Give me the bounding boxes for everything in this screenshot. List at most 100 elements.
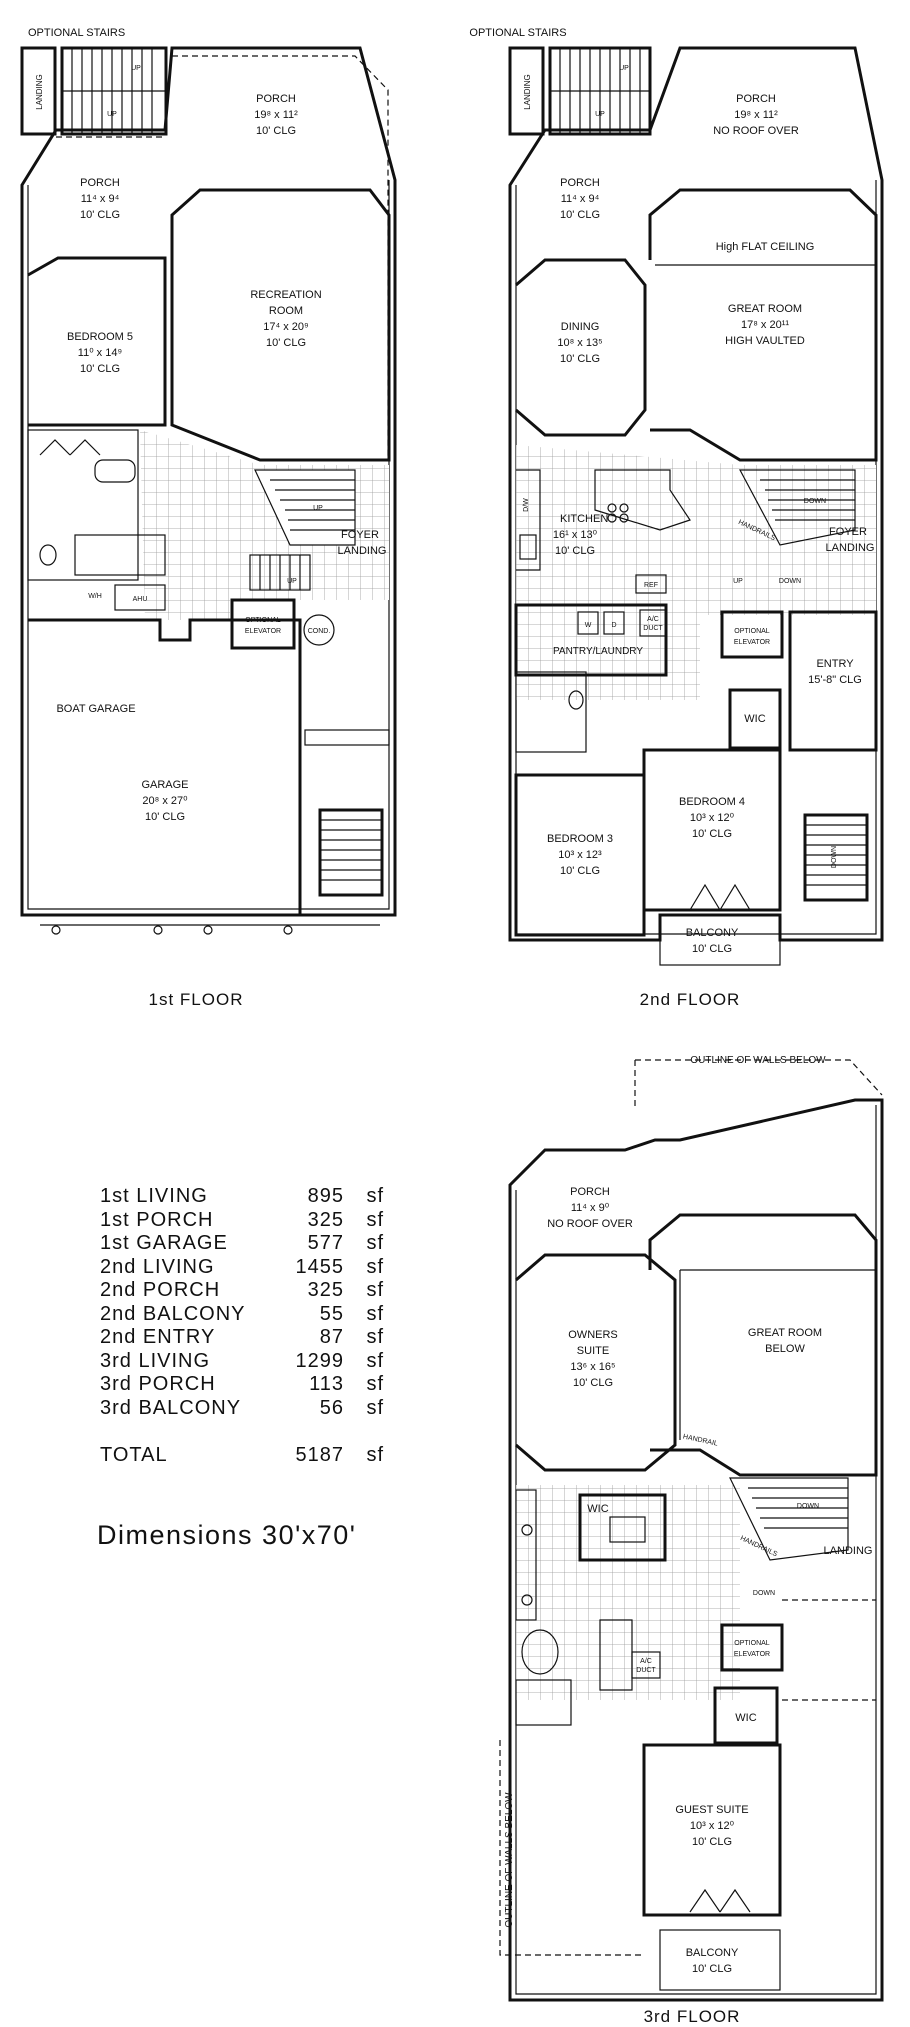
f1-ahu-label: AHU (133, 596, 148, 603)
sqft-row-value: 56 (319, 1396, 344, 1419)
f2-kitchen-name: KITCHEN (560, 513, 608, 525)
sqft-row-unit: sf (366, 1232, 384, 1254)
f2-stair-down1: DOWN (804, 498, 826, 505)
f3-balcony-name: BALCONY (686, 1947, 739, 1959)
sqft-row-label: 3rd PORCH (100, 1373, 216, 1395)
f1-landing-box (20, 46, 57, 136)
f2-pantry-label: PANTRY/LAUNDRY (553, 646, 643, 657)
f3-exterior-walls (508, 1098, 884, 2002)
sqft-row-unit: sf (366, 1326, 384, 1348)
sqft-row-value: 55 (319, 1302, 344, 1325)
f2-washer-label: W (585, 622, 592, 629)
f2-bedroom3-clg: 10' CLG (560, 865, 600, 877)
f1-porch-small-dims: 11⁴ x 9⁴ (81, 193, 120, 205)
f1-garage-dims: 20⁸ x 27⁰ (142, 795, 188, 807)
f1-elevator (230, 598, 296, 650)
f2-bedroom3-name: BEDROOM 3 (547, 833, 613, 845)
f1-garage-name: GARAGE (141, 779, 188, 791)
f2-porch-small-name: PORCH (560, 177, 600, 189)
f1-foyer-name2: LANDING (338, 545, 387, 557)
f2-great-room-walls (648, 188, 878, 462)
f1-elevator-line2: ELEVATOR (245, 628, 281, 635)
f3-balcony (659, 1929, 781, 1991)
sqft-row-label: 1st GARAGE (100, 1232, 228, 1254)
f1-bedroom5-clg: 10' CLG (80, 363, 120, 375)
f2-title: 2nd FLOOR (640, 990, 741, 1009)
f3-owners-dims: 13⁶ x 16⁵ (570, 1361, 615, 1373)
f2-main-stair (739, 469, 856, 546)
f1-main-stair (254, 469, 356, 546)
sqft-row-value: 895 (307, 1185, 344, 1207)
third-floor-plan: OUTLINE OF WALLS BELOW OUTLINE OF WALLS … (499, 1055, 884, 2026)
sqft-row-value: 1299 (295, 1349, 344, 1372)
f3-stair-down1: DOWN (797, 1503, 819, 1510)
sqft-total-value: 5187 (295, 1444, 344, 1466)
f2-porch-small-clg: 10' CLG (560, 209, 600, 221)
f3-stair-down2: DOWN (753, 1590, 775, 1597)
f2-landing-label: LANDING (523, 74, 532, 110)
f2-dining-name: DINING (561, 321, 600, 333)
f1-cond-unit (303, 614, 335, 646)
f2-tiled-kitchen (516, 445, 876, 700)
f2-porch-big-dims: 19⁸ x 11² (734, 109, 778, 121)
f2-pantry-walls (514, 603, 668, 677)
sqft-row-unit: sf (366, 1208, 384, 1231)
f2-kitchen-clg: 10' CLG (555, 545, 595, 557)
sqft-row-unit: sf (366, 1279, 384, 1301)
f1-stair-up3: UP (313, 505, 323, 512)
f3-owners-name2: SUITE (577, 1345, 609, 1357)
sqft-row-label: 3rd LIVING (100, 1349, 211, 1372)
sqft-row-value: 325 (307, 1208, 344, 1231)
f2-stair-up2: UP (595, 111, 605, 118)
f3-elevator (720, 1623, 784, 1672)
sqft-row-unit: sf (366, 1255, 384, 1278)
sqft-row-value: 87 (319, 1326, 344, 1348)
f3-owners-name1: OWNERS (568, 1329, 618, 1341)
sqft-row-label: 3rd BALCONY (100, 1396, 242, 1419)
sqft-row: 2nd ENTRY 87 sf (100, 1326, 390, 1350)
f2-kitchen-dims: 16¹ x 13⁰ (553, 529, 598, 541)
f3-outline-top-label: OUTLINE OF WALLS BELOW (690, 1055, 826, 1066)
f3-great-room-walls (648, 1213, 878, 1477)
sqft-row-label: 2nd PORCH (100, 1279, 221, 1301)
f2-bedroom4-name: BEDROOM 4 (679, 796, 745, 808)
f2-exterior-stair (803, 813, 869, 902)
f1-landing-label: LANDING (35, 74, 44, 110)
f3-owners-walls (515, 1253, 677, 1472)
f2-great-name: GREAT ROOM (728, 303, 802, 315)
f1-recreation-name1: RECREATION (250, 289, 321, 301)
f2-stair-down3: DOWN (831, 846, 838, 868)
f3-outline-walls-below (634, 1059, 883, 1110)
f2-bedroom3-dims: 10³ x 12³ (558, 849, 602, 861)
f1-recreation-clg: 10' CLG (266, 337, 306, 349)
f2-great-dims: 17⁸ x 20¹¹ (741, 319, 789, 331)
f3-porch-clg: NO ROOF OVER (547, 1218, 633, 1230)
sqft-row-label: 2nd ENTRY (100, 1326, 216, 1348)
f2-dining-dims: 10⁸ x 13⁵ (557, 337, 602, 349)
f3-wic1-label: WIC (587, 1503, 608, 1515)
f3-porch-name: PORCH (570, 1186, 610, 1198)
f2-stair-down2: DOWN (779, 578, 801, 585)
sqft-row-unit: sf (366, 1373, 384, 1395)
f3-owners-clg: 10' CLG (573, 1377, 613, 1389)
f2-optional-stairs-label: OPTIONAL STAIRS (469, 27, 566, 39)
f1-stair-up4: UP (287, 578, 297, 585)
sqft-row-unit: sf (366, 1302, 384, 1325)
f3-handrail-label: HANDRAIL (682, 1433, 718, 1447)
f1-bedroom5-name: BEDROOM 5 (67, 331, 133, 343)
f1-wh-label: W/H (88, 593, 102, 600)
f3-landing-label: LANDING (824, 1545, 873, 1557)
f3-main-stair (729, 1477, 849, 1561)
f1-recreation-name2: ROOM (269, 305, 303, 317)
sqft-total-unit: sf (366, 1444, 384, 1466)
f1-garage-walls (28, 618, 302, 915)
f1-recreation-walls (170, 188, 391, 462)
f3-title: 3rd FLOOR (644, 2007, 741, 2026)
f3-guest-dims: 10³ x 12⁰ (690, 1820, 735, 1832)
